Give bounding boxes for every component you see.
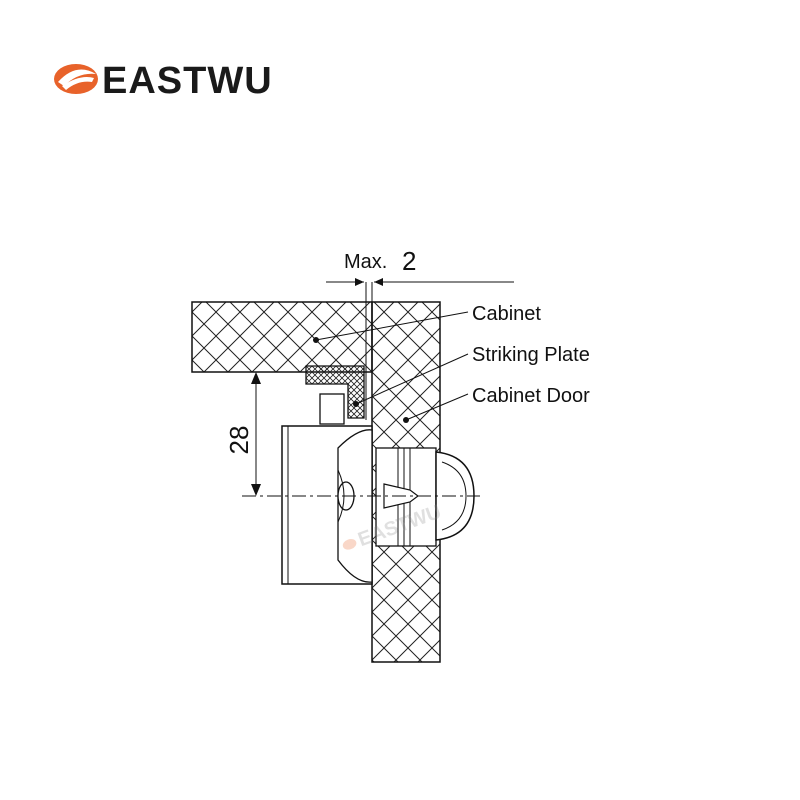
cabinet-panel	[191, 301, 373, 373]
max-gap-value: 2	[402, 246, 416, 276]
max-gap-label: Max.	[344, 251, 387, 273]
lock-cylinder	[375, 447, 437, 547]
brand-name: EASTWU	[102, 60, 273, 102]
brand-logo: EASTWU	[54, 60, 273, 102]
striking-plate	[305, 365, 365, 419]
height-value: 28	[224, 426, 254, 455]
height-dimension: 28	[224, 371, 306, 496]
callout-cabinet: Cabinet	[472, 303, 541, 325]
callout-striking-plate: Striking Plate	[472, 344, 590, 366]
eastwu-swoosh-icon	[54, 64, 98, 94]
callout-leaders	[315, 311, 469, 421]
callout-cabinet-door: Cabinet Door	[472, 385, 590, 407]
lock-body	[281, 425, 373, 585]
max-gap-dimension: Max. 2	[326, 246, 514, 420]
callout-dots	[313, 337, 409, 423]
bolt-stub	[319, 393, 345, 425]
